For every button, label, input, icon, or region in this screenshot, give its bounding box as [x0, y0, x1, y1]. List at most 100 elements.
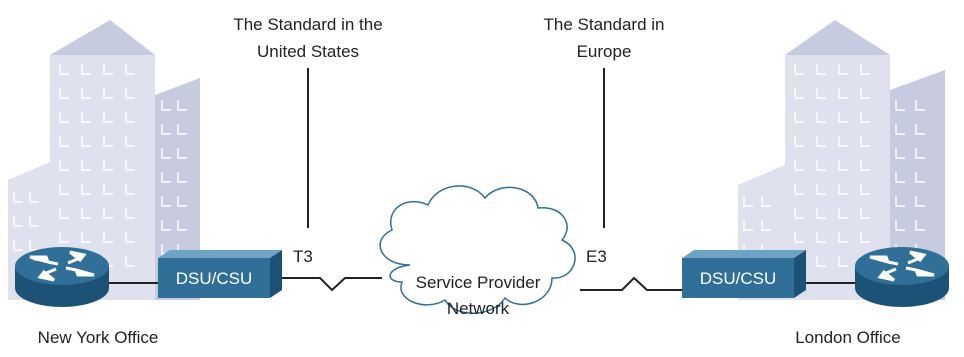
building-window [895, 100, 905, 111]
building-window [81, 112, 91, 123]
e3-link [580, 276, 682, 291]
building-window [103, 64, 113, 75]
building-window [860, 160, 870, 171]
building-window [915, 196, 925, 207]
building-window [838, 232, 848, 243]
building-window [794, 160, 804, 171]
building-window [125, 136, 135, 147]
building-window [860, 184, 870, 195]
building-window [125, 112, 135, 123]
building-window [161, 196, 171, 207]
building-window [895, 196, 905, 207]
building-window [59, 136, 69, 147]
building-window [895, 124, 905, 135]
building-window [816, 64, 826, 75]
building-window [177, 220, 187, 231]
building-window [161, 100, 171, 111]
t3-link [278, 277, 382, 292]
building-window [794, 208, 804, 219]
building-window [860, 88, 870, 99]
cloud-icon [379, 185, 576, 314]
building-window [125, 64, 135, 75]
building-window [81, 64, 91, 75]
us-standard-label-line1: The Standard in the [233, 15, 382, 34]
building-window [816, 88, 826, 99]
building-window [860, 208, 870, 219]
building-window [103, 160, 113, 171]
e3-label: E3 [586, 247, 607, 266]
building-window [177, 196, 187, 207]
building-window [103, 208, 113, 219]
building-window [103, 112, 113, 123]
us-standard-label-line2: United States [257, 42, 359, 61]
building-window [59, 88, 69, 99]
london-office-label: London Office [795, 328, 901, 347]
building-window [860, 112, 870, 123]
building-window [125, 184, 135, 195]
building-window [860, 64, 870, 75]
cloud-label-line2: Network [447, 299, 510, 318]
building-window [761, 196, 771, 207]
building-window [29, 192, 39, 203]
cloud-label-line1: Service Provider [416, 273, 541, 292]
building-window [81, 184, 91, 195]
building-window [743, 220, 753, 231]
building-window [177, 124, 187, 135]
building-window [59, 112, 69, 123]
building-window [103, 232, 113, 243]
building-window [125, 232, 135, 243]
building-window [838, 112, 848, 123]
building-window [125, 88, 135, 99]
building-window [161, 148, 171, 159]
building-window [816, 112, 826, 123]
dsu-csu-right: DSU/CSU [682, 250, 806, 298]
building-window [915, 172, 925, 183]
building-window [161, 124, 171, 135]
ny-office-label: New York Office [38, 328, 159, 347]
building-window [794, 64, 804, 75]
building-window [895, 220, 905, 231]
building-window [794, 136, 804, 147]
building-window [743, 196, 753, 207]
building-window [59, 184, 69, 195]
building-window [816, 160, 826, 171]
building-window [816, 136, 826, 147]
building-window [838, 88, 848, 99]
ny-router-icon [15, 247, 109, 307]
building-window [794, 184, 804, 195]
building-window [59, 160, 69, 171]
building-window [794, 232, 804, 243]
building-window [13, 192, 23, 203]
building-window [838, 160, 848, 171]
t3-label: T3 [293, 247, 313, 266]
building-window [838, 64, 848, 75]
building-window [915, 100, 925, 111]
building-window [125, 256, 135, 267]
building-window [177, 172, 187, 183]
building-window [59, 64, 69, 75]
eu-standard-label-line1: The Standard in [544, 15, 665, 34]
building-window [81, 160, 91, 171]
building-window [125, 160, 135, 171]
building-window [81, 136, 91, 147]
building-window [860, 136, 870, 147]
building-window [838, 208, 848, 219]
building-window [816, 256, 826, 267]
building-window [161, 172, 171, 183]
building-window [915, 148, 925, 159]
building-window [103, 136, 113, 147]
building-window [29, 240, 39, 251]
building-window [816, 208, 826, 219]
london-router-icon [855, 247, 949, 307]
building-window [838, 136, 848, 147]
building-window [860, 232, 870, 243]
building-window [103, 184, 113, 195]
building-window [895, 172, 905, 183]
building-window [816, 232, 826, 243]
dsu-left-label: DSU/CSU [176, 269, 253, 288]
building-window [816, 184, 826, 195]
building-window [59, 232, 69, 243]
building-window [915, 124, 925, 135]
building-window [177, 100, 187, 111]
